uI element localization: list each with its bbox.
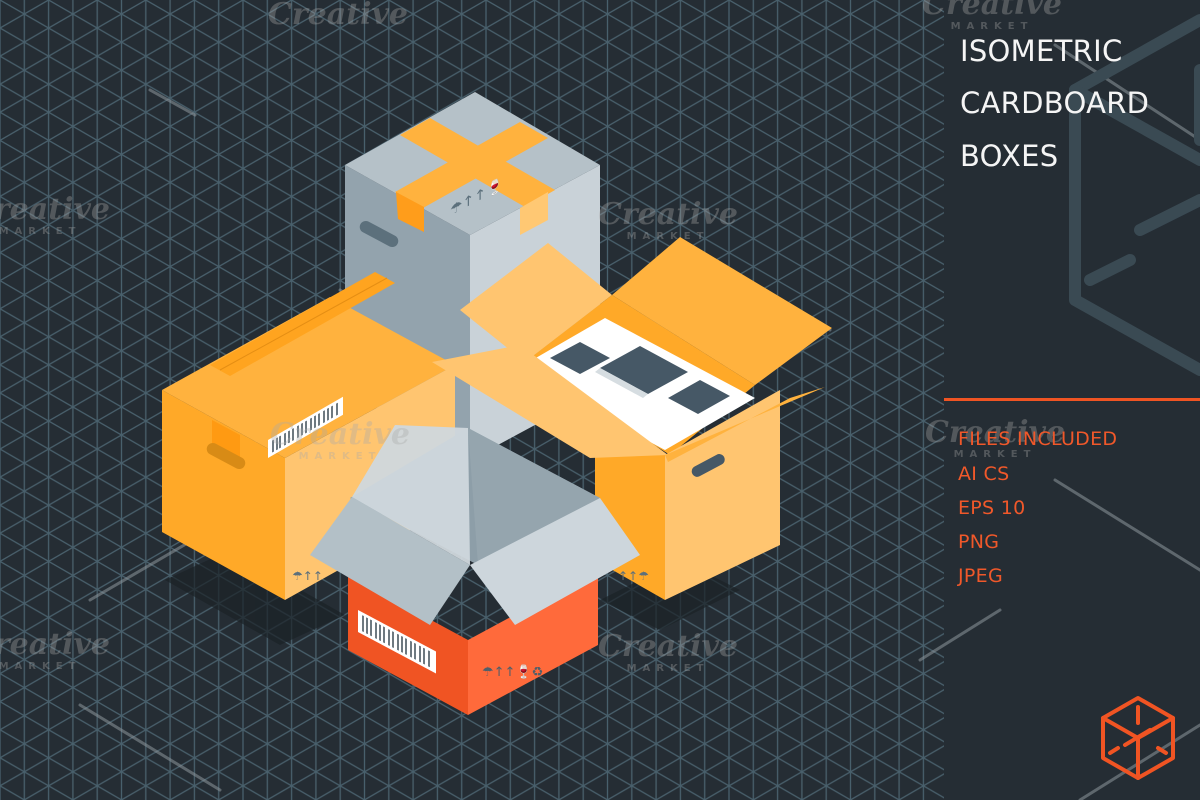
accent-divider <box>944 398 1200 401</box>
file-item-jpeg: JPEG <box>958 565 1003 587</box>
svg-text:↑↑☂: ↑↑☂ <box>618 569 649 583</box>
svg-text:☂↑↑🍷♻: ☂↑↑🍷♻ <box>482 664 543 680</box>
fragile-icons-right-box: ↑↑☂ <box>618 569 649 583</box>
file-item-png: PNG <box>958 531 1000 553</box>
title-line-2: CARDBOARD <box>960 86 1150 120</box>
file-item-ai: AI CS <box>958 463 1010 485</box>
open-orange-box-with-foam-insert: ↑↑☂ <box>432 237 832 600</box>
file-item-eps: EPS 10 <box>958 497 1026 519</box>
fragile-recycle-icons: ☂↑↑🍷♻ <box>482 664 543 680</box>
background-cube-outline-icon <box>1069 14 1200 376</box>
fragile-icons-left-box: ☂↑↑ <box>292 569 323 583</box>
open-red-box: ☂↑↑🍷♻ <box>310 425 640 715</box>
files-heading: FILES INCLUDED <box>958 428 1118 450</box>
title-line-3: BOXES <box>960 139 1059 173</box>
barcode-red-box <box>358 610 436 674</box>
barcode <box>268 396 343 458</box>
isometric-cube-logo-icon <box>1101 696 1175 780</box>
title-line-1: ISOMETRIC <box>960 34 1123 68</box>
svg-text:☂↑↑: ☂↑↑ <box>292 569 323 583</box>
